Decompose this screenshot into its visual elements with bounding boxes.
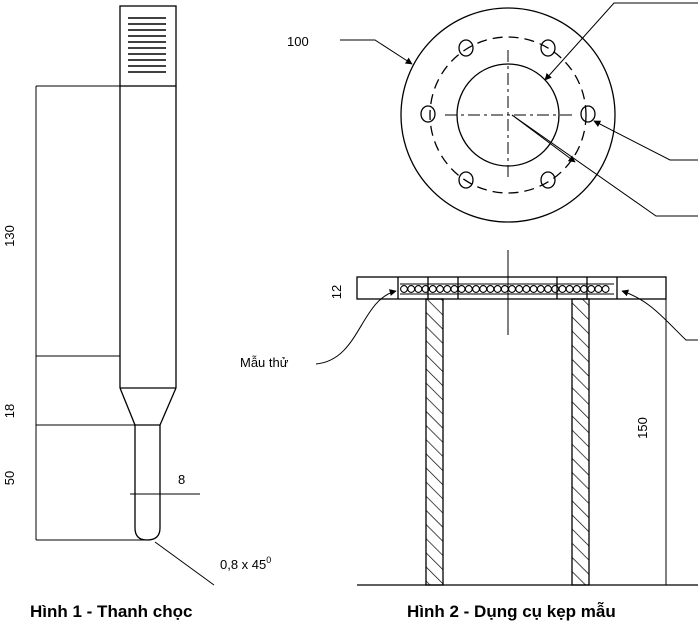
figure2-top-view bbox=[400, 7, 616, 223]
dim-130-label: 130 bbox=[2, 225, 17, 247]
sample-dot bbox=[536, 285, 545, 293]
sample-dot bbox=[529, 285, 538, 293]
sample-dot bbox=[500, 285, 509, 293]
radius-arrow bbox=[511, 114, 576, 163]
sample-dot bbox=[544, 285, 552, 293]
chamfer-leader bbox=[154, 541, 215, 586]
dim-150-label: 150 bbox=[635, 417, 650, 439]
handle-grip-lines bbox=[128, 17, 166, 73]
figure2-top-leaders bbox=[340, 2, 698, 217]
chamfer-label: 0,8 x 450 bbox=[220, 555, 271, 572]
rod-taper-left bbox=[119, 387, 136, 426]
leader-radius bbox=[511, 114, 698, 217]
sample-dot bbox=[508, 285, 516, 293]
sample-dot bbox=[522, 285, 531, 293]
sample-dot bbox=[493, 285, 502, 293]
bolt-hole bbox=[420, 105, 436, 123]
figure2-section-view bbox=[356, 250, 698, 586]
sample-dot bbox=[472, 285, 480, 293]
leader-right-section bbox=[621, 289, 698, 341]
sample-label: Mẫu thử bbox=[240, 355, 289, 370]
label-100: 100 bbox=[287, 34, 309, 49]
figure2-caption: Hình 2 - Dụng cụ kẹp mẫu bbox=[407, 602, 616, 621]
dim-50-label: 50 bbox=[2, 471, 17, 485]
flange-outer-circle bbox=[400, 7, 616, 223]
sample-dot bbox=[450, 285, 459, 293]
sample-dot bbox=[594, 285, 603, 293]
sample-dot bbox=[587, 285, 596, 293]
figure1-rod bbox=[119, 5, 177, 541]
tube-wall-left bbox=[425, 298, 444, 586]
sample-dot bbox=[515, 285, 524, 293]
sample-dot bbox=[407, 285, 416, 293]
bolt-hole bbox=[540, 171, 556, 189]
sample-dot bbox=[464, 285, 473, 293]
rod-taper-right bbox=[159, 387, 177, 426]
sample-dot bbox=[558, 285, 567, 293]
bolt-hole bbox=[458, 39, 474, 57]
sample-dot bbox=[572, 285, 581, 293]
sample-dot bbox=[436, 285, 444, 293]
bolt-hole bbox=[580, 105, 596, 123]
leader-100 bbox=[340, 39, 413, 65]
sample-dot bbox=[479, 285, 488, 293]
bolt-hole bbox=[458, 171, 474, 189]
sample-dot bbox=[457, 285, 466, 293]
sample-dot bbox=[443, 285, 452, 293]
sample-dot bbox=[565, 285, 574, 293]
sample-dot bbox=[400, 285, 408, 293]
figure1-caption: Hình 1 - Thanh chọc bbox=[30, 602, 192, 621]
leader-top-right bbox=[544, 2, 698, 81]
dim-8-label: 8 bbox=[178, 472, 185, 487]
sample-dot bbox=[428, 285, 437, 293]
clamp-plate bbox=[356, 276, 667, 300]
dim-12-label: 12 bbox=[329, 285, 344, 299]
sample-dot bbox=[601, 285, 610, 293]
sample-dot bbox=[414, 285, 423, 293]
bolt-circle bbox=[429, 36, 587, 194]
sample-dot bbox=[486, 285, 495, 293]
leader-bolt-hole bbox=[593, 120, 698, 161]
tube-wall-right bbox=[571, 298, 590, 586]
sample-specimen bbox=[400, 283, 614, 295]
rod-tip bbox=[134, 425, 161, 541]
bolt-hole bbox=[540, 39, 556, 57]
leader-sample bbox=[315, 289, 397, 365]
figure1-dimensions bbox=[35, 85, 215, 586]
bolt-holes bbox=[420, 39, 596, 189]
dim-18-label: 18 bbox=[2, 404, 17, 418]
figure2-section-dimensions bbox=[315, 277, 698, 585]
